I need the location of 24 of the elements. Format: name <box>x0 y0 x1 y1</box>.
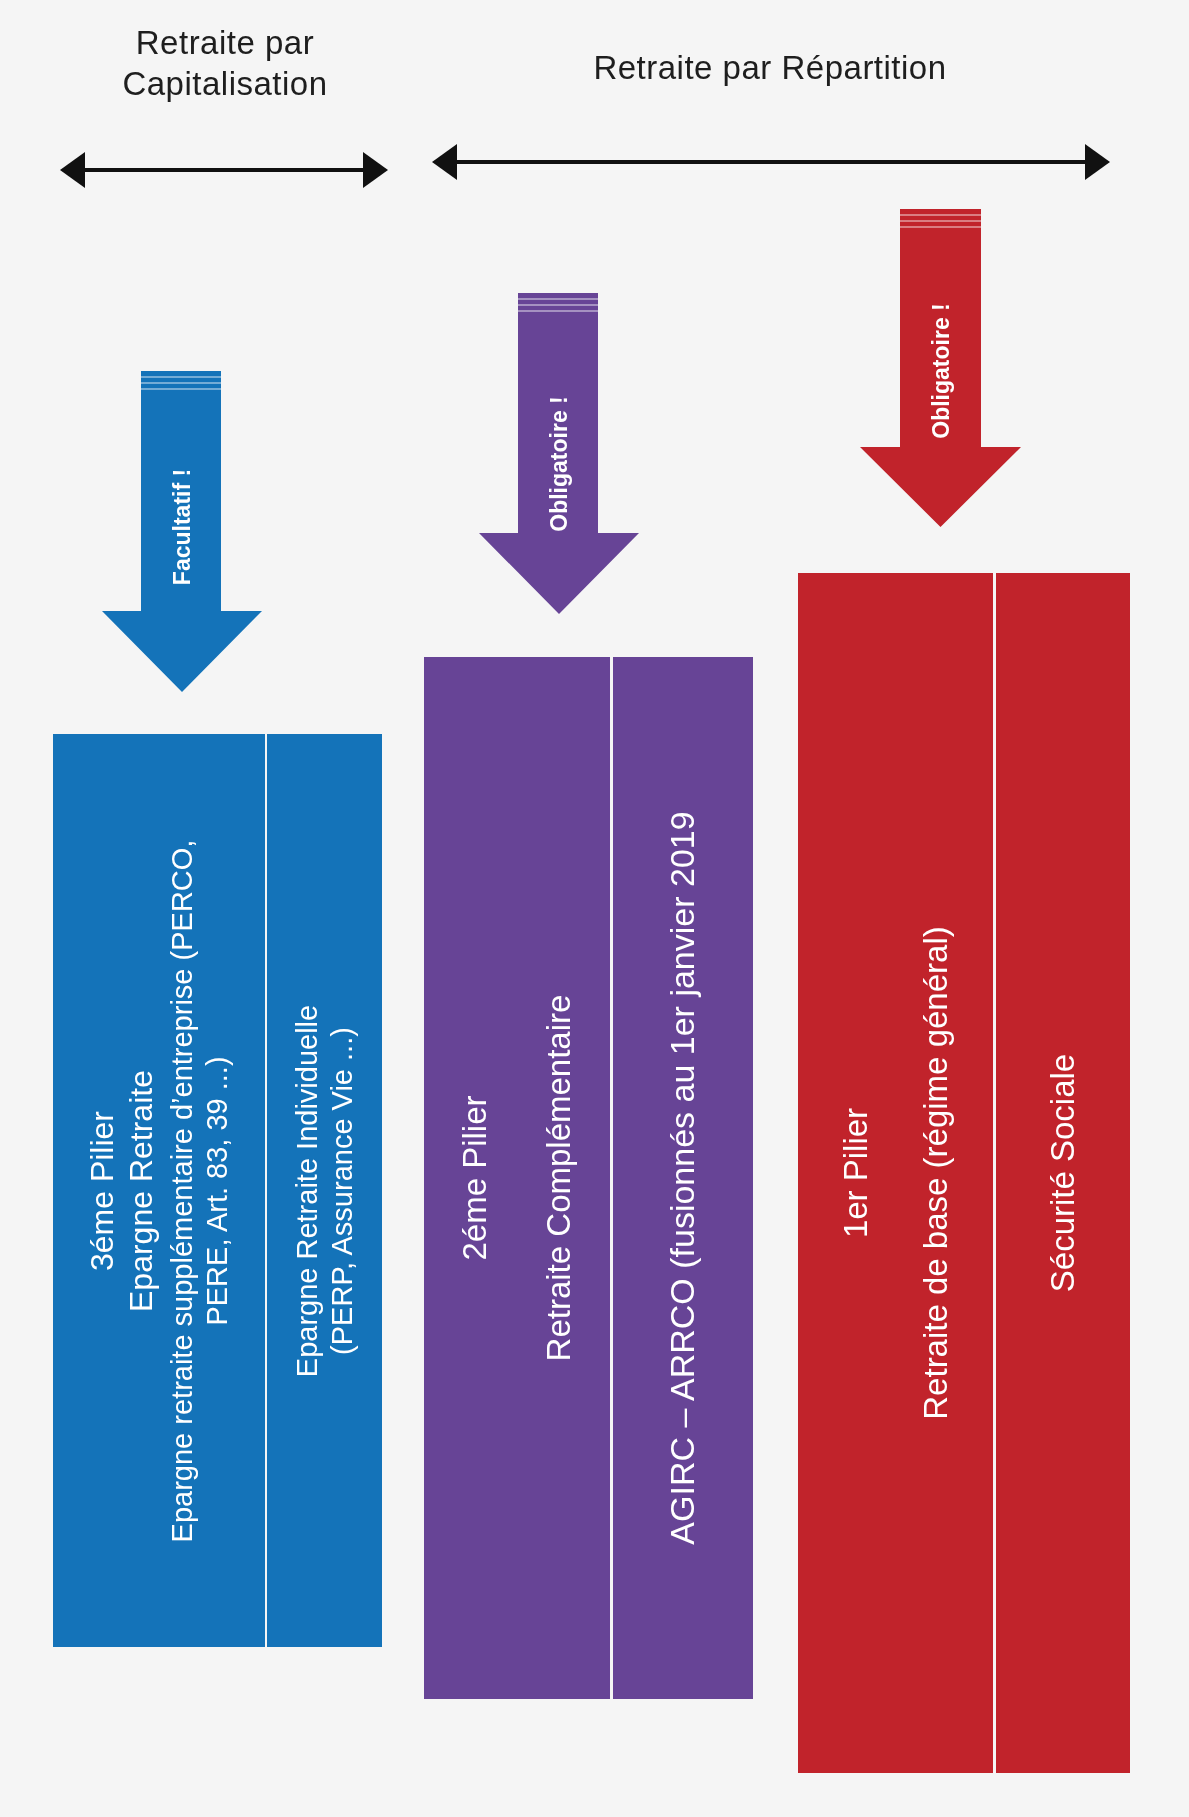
column-panel <box>424 657 610 1699</box>
column-panel <box>798 573 993 1773</box>
arrow-label: Facultatif ! <box>168 468 196 586</box>
section-heading: Retraite par Répartition <box>592 48 948 88</box>
column-panel <box>53 734 265 1647</box>
column-panel <box>996 573 1130 1773</box>
arrow-label: Obligatoire ! <box>545 396 573 532</box>
column-text: Sécurité Sociale <box>1042 1052 1082 1295</box>
column-text: Epargne Retraite <box>121 1068 160 1314</box>
column-text: Epargne Retraite Individuelle (PERP, Assurance Vie ...) <box>289 1003 359 1379</box>
column-text: Retraite de base (régime général) <box>915 925 955 1422</box>
section-heading: Retraite par Capitalisation <box>121 23 329 105</box>
block-arrow <box>860 209 1021 527</box>
column-text: 3éme Pilier <box>82 1109 121 1273</box>
column-text: Epargne retraite supplémentaire d’entreprise (PERCO, PERE, Art. 83, 39 ...) <box>164 838 235 1544</box>
column-text: 1er Pilier <box>835 1106 875 1241</box>
block-arrow <box>102 371 262 692</box>
column-text: AGIRC – ARRCO (fusionnés au 1er janvier 2019 <box>662 810 703 1547</box>
arrow-label: Obligatoire ! <box>927 303 954 439</box>
column-panel <box>267 734 382 1647</box>
column-text: Retraite Complémentaire <box>539 993 578 1364</box>
column-panel <box>613 657 753 1699</box>
block-arrow <box>479 293 639 614</box>
column-text: 2éme Pilier <box>454 1094 494 1263</box>
